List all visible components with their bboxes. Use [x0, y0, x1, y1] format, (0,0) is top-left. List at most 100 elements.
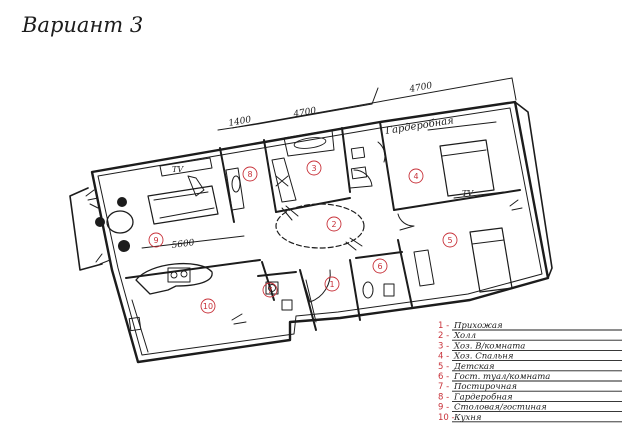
- svg-text:9: 9: [153, 236, 158, 245]
- plant-icon: [95, 253, 111, 265]
- legend-text: Гост. туал/комната: [453, 372, 550, 382]
- legend-text: Холл: [453, 331, 476, 341]
- dimension-line-middle: [257, 103, 373, 125]
- tv-stand-bedroom: [453, 191, 505, 199]
- sink-icon: [383, 283, 395, 297]
- chair-icon: [118, 240, 130, 252]
- svg-text:6: 6: [377, 262, 382, 271]
- legend-text: Хоз. Спальня: [453, 352, 514, 362]
- legend-number: 4 -: [438, 352, 449, 362]
- wall-guest-wc-top: [355, 251, 403, 259]
- wall-hall-top: [275, 197, 351, 213]
- dimension-tick: [511, 77, 517, 101]
- tv-top-label: TV: [172, 165, 184, 174]
- svg-text:10: 10: [203, 302, 213, 311]
- legend-item: 1 -Прихожая: [438, 321, 622, 331]
- kids-door: [397, 213, 415, 231]
- legend-text: Прихожая: [453, 321, 503, 331]
- legend-item: 2 -Холл: [438, 331, 622, 341]
- bed-single: [469, 227, 513, 293]
- legend-item: 6 - Гост. туал/комната: [438, 372, 622, 382]
- legend-text: Хоз. В/комната: [453, 341, 525, 351]
- svg-text:8: 8: [247, 170, 252, 179]
- legend-item: 4 - Хоз. Спальня: [438, 352, 622, 362]
- kitchen-furniture: [128, 262, 247, 353]
- room-number-9: 9: [148, 232, 164, 248]
- svg-text:1: 1: [329, 280, 334, 289]
- wall-kitchen: [125, 259, 261, 279]
- dimension-line-small: [217, 123, 259, 131]
- bathroom-fixtures: [271, 129, 368, 203]
- dimension-lines: 4700 4700 1400: [217, 77, 517, 131]
- tv-stand: [159, 157, 213, 177]
- room-number-8: 8: [242, 166, 258, 182]
- wardrobe-shelf: [427, 121, 497, 131]
- svg-text:7: 7: [267, 286, 272, 295]
- washing-machine-icon: [265, 281, 279, 295]
- legend-text: Постирочная: [453, 382, 517, 392]
- sofa: [147, 185, 219, 225]
- laundry-fixtures: [265, 281, 293, 311]
- room-number-10: 10: [200, 298, 216, 314]
- legend-text: Детская: [453, 362, 495, 372]
- legend-item: 9 - Столовая/гостиная: [438, 403, 622, 413]
- bathtub-small: [225, 167, 245, 211]
- sink-icon: [128, 316, 142, 332]
- wall-entry-right: [349, 259, 361, 321]
- legend-number: 7 -: [438, 382, 449, 392]
- wall-washroom-bath: [263, 139, 277, 213]
- svg-text:4: 4: [413, 172, 418, 181]
- dimension-small-label: 1400: [228, 115, 253, 129]
- bathtub-icon: [283, 129, 335, 157]
- chair-icon: [117, 197, 127, 207]
- page-title: Вариант 3: [21, 13, 143, 37]
- legend-text: Кухня: [453, 413, 482, 423]
- doors: [299, 141, 415, 323]
- legend-number: 6 -: [438, 372, 449, 382]
- room-number-2: 2: [326, 216, 342, 232]
- dimension-middle-label: 4700: [292, 106, 318, 120]
- entry-door: [299, 269, 331, 303]
- wall-laundry-top: [257, 271, 297, 277]
- legend-item: 5 - Детская: [438, 362, 622, 372]
- living-furniture: TV: [85, 157, 523, 265]
- svg-text:5: 5: [447, 236, 452, 245]
- bed-double: [439, 139, 495, 197]
- legend-number: 5 -: [438, 362, 449, 372]
- dimension-tick: [371, 87, 379, 105]
- dimension-overall-label: 4700: [408, 81, 434, 95]
- bath-door: [349, 169, 373, 189]
- desk: [413, 249, 435, 287]
- room-number-6: 6: [372, 258, 388, 274]
- kids-furniture: [413, 227, 513, 293]
- sink-icon: [350, 166, 368, 180]
- dining-table: [106, 210, 134, 234]
- wall-wardrobe: [379, 121, 395, 211]
- wardrobe-door: [377, 141, 386, 163]
- legend-text: Столовая/гостиная: [454, 403, 547, 413]
- room-number-5: 5: [442, 232, 458, 248]
- room-number-1: 1: [324, 276, 340, 292]
- guest-wc-fixtures: [362, 281, 395, 299]
- toilet-icon: [362, 281, 374, 299]
- legend-item: 10 -Кухня: [438, 413, 622, 423]
- svg-text:2: 2: [331, 220, 336, 229]
- legend-text: Гардеробная: [453, 391, 513, 402]
- room-number-7: 7: [262, 282, 278, 298]
- hall-area: [275, 203, 365, 251]
- legend-item: 3 -Хоз. В/комната: [438, 341, 622, 351]
- legend-number: 9 -: [438, 403, 449, 413]
- plant-icon: [85, 189, 99, 209]
- room-number-4: 4: [408, 168, 424, 184]
- room-number-3: 3: [306, 160, 322, 176]
- hall-rug: [275, 203, 365, 249]
- washroom-fixtures: [225, 167, 245, 211]
- cooktop-icon: [167, 267, 191, 283]
- chair-icon: [95, 217, 105, 227]
- legend-number: 10 -: [438, 413, 455, 423]
- legend-item: 7 - Постирочная: [438, 382, 622, 392]
- outer-walls: [69, 100, 553, 364]
